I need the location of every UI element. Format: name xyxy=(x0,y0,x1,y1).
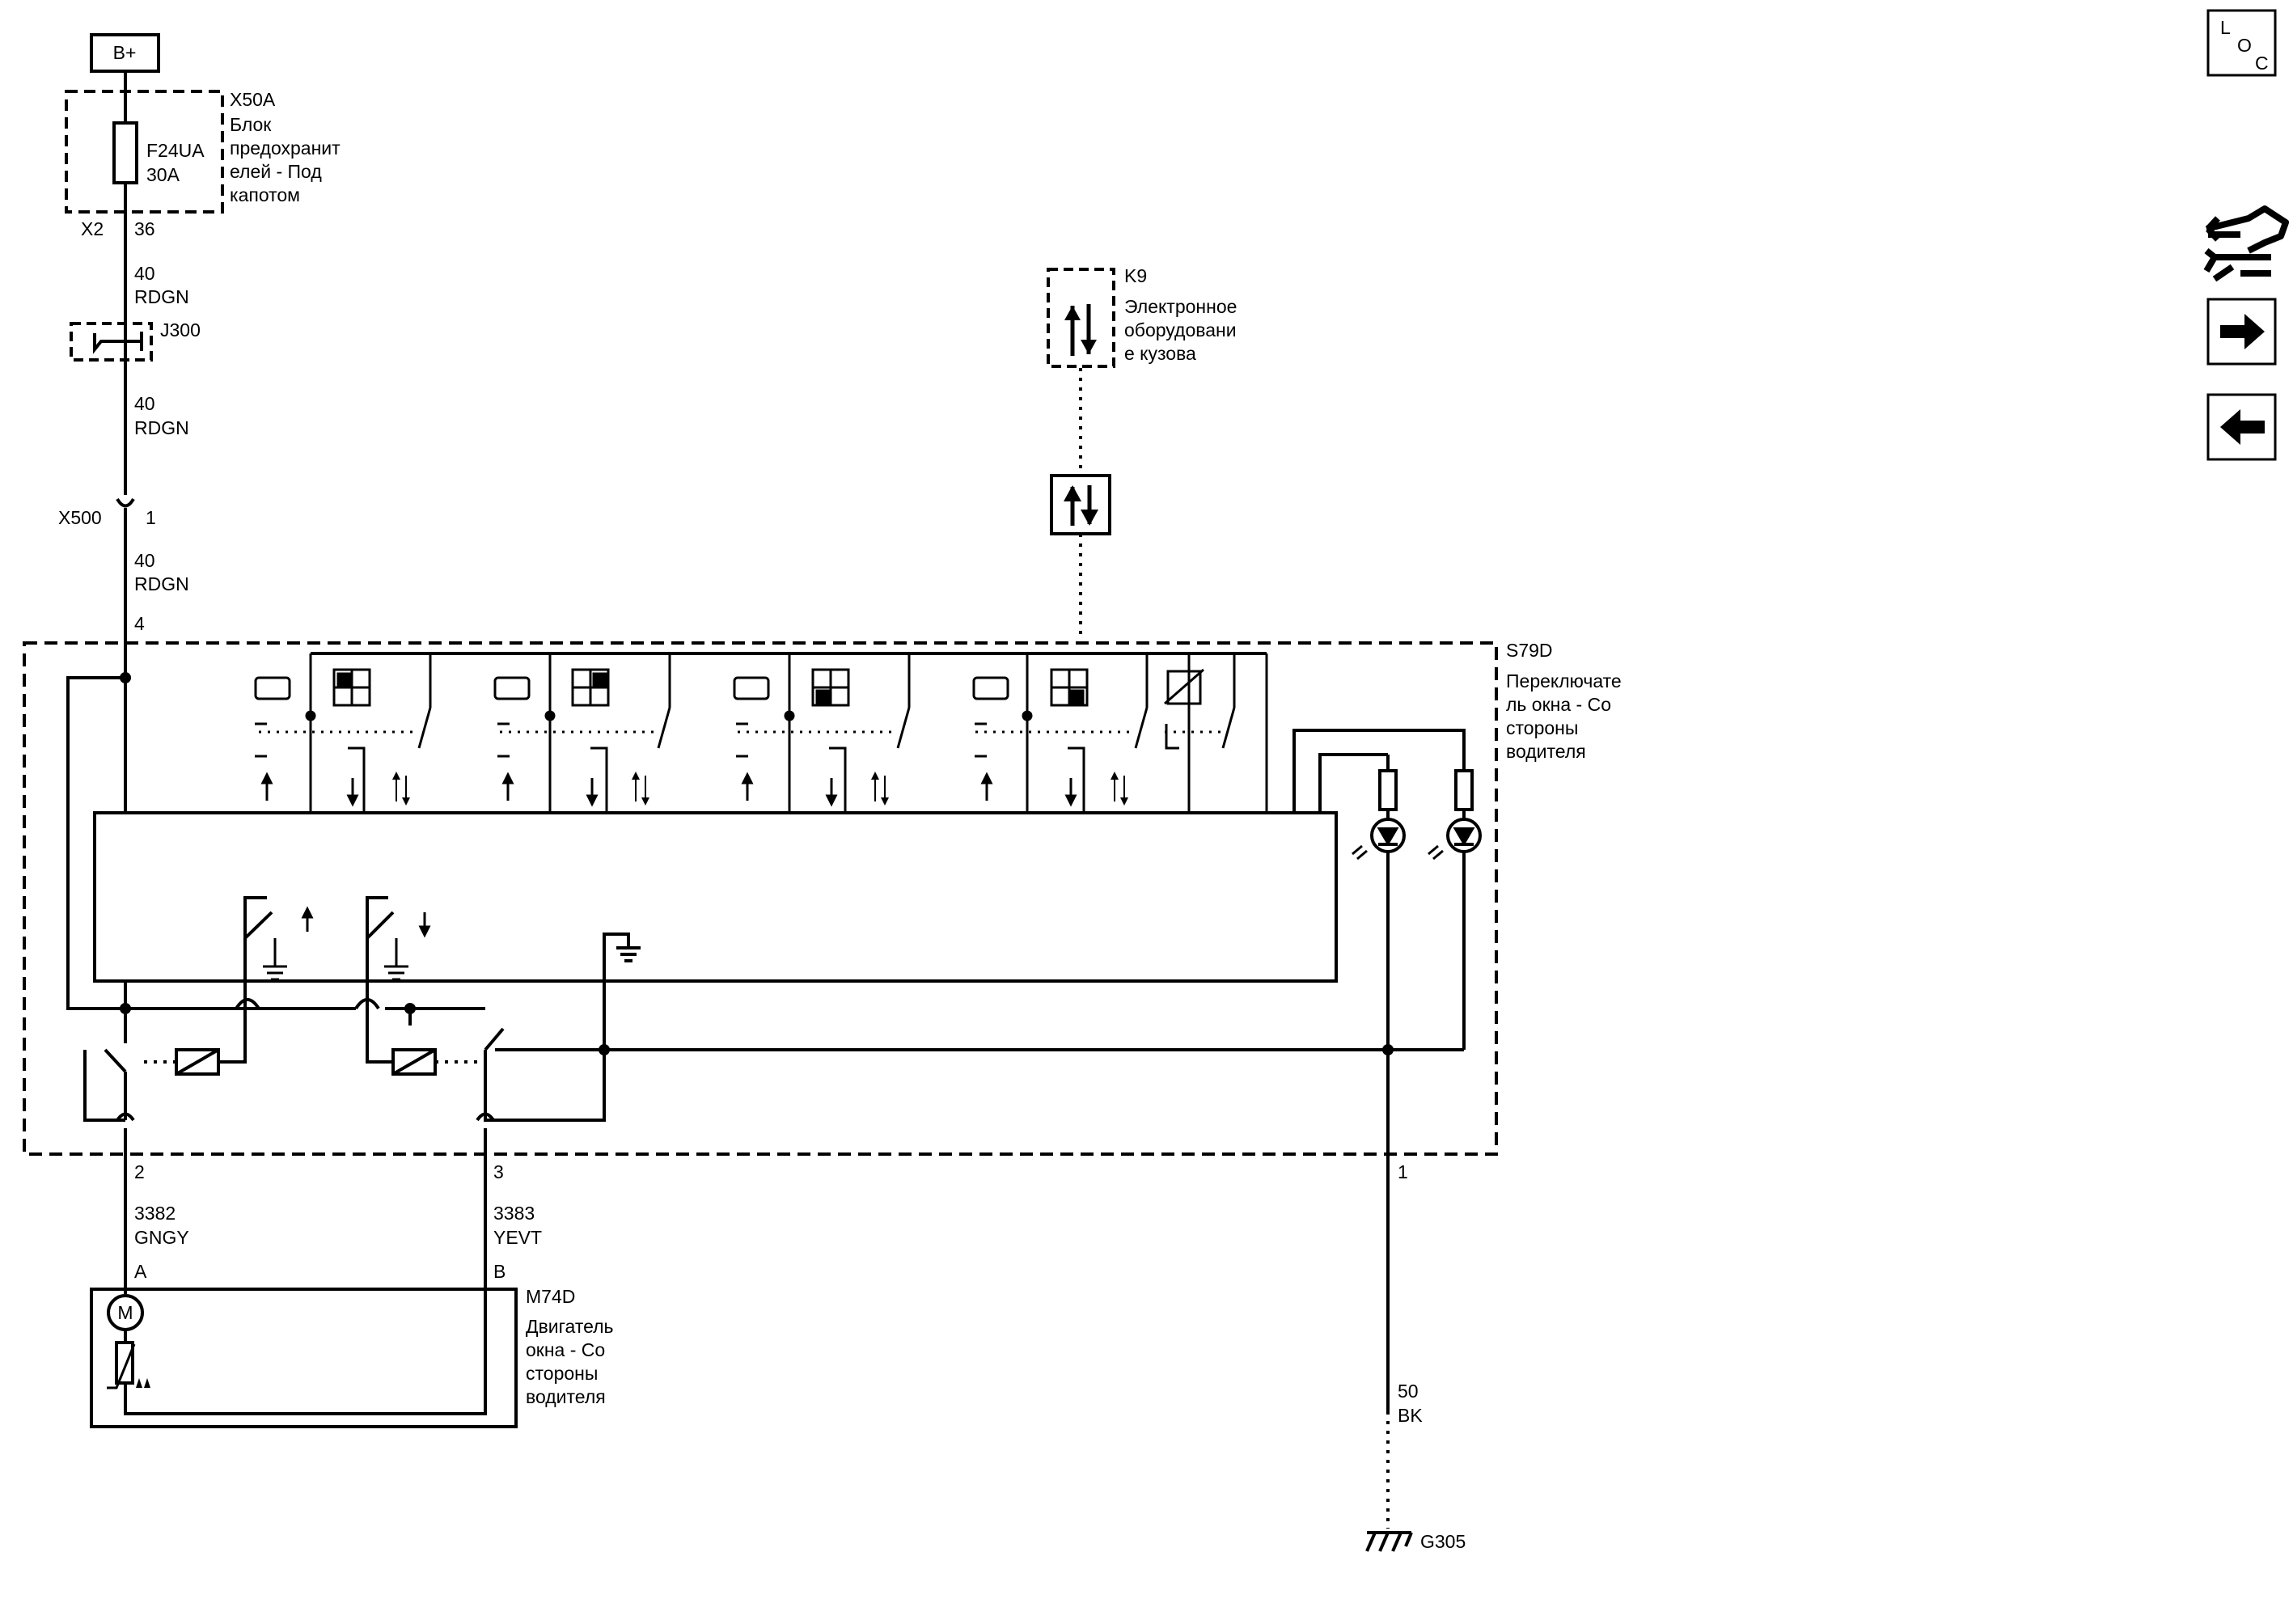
window-select-switch-3 xyxy=(736,653,911,813)
ground-wire: 50 BK xyxy=(1386,1157,1423,1529)
m74d-name-line-1: Двигатель xyxy=(526,1316,614,1337)
s79d-name-line-1: Переключате xyxy=(1506,670,1622,691)
fuse-block-name-line-1: Блок xyxy=(230,114,272,135)
connector-tool-icon[interactable] xyxy=(2203,205,2289,282)
wire-3382-gngy: 3382 GNGY A xyxy=(134,1203,189,1282)
wire-a-circuit: 3382 xyxy=(134,1203,176,1224)
wire3-size: 40 xyxy=(134,550,155,571)
ground-wire-size: 50 xyxy=(1398,1381,1419,1402)
fuse-block-x50a: X50A Блок предохранит елей - Под капотом… xyxy=(65,89,341,239)
wire-40-rdgn-2: 40 RDGN xyxy=(134,393,189,438)
wire-40-rdgn-1: 40 RDGN xyxy=(134,263,189,307)
m74d-name-line-3: стороны xyxy=(526,1363,598,1384)
indicator-led-1 xyxy=(1352,769,1406,861)
k9-name-line-3: е кузова xyxy=(1124,343,1196,364)
ground-wire-color: BK xyxy=(1398,1405,1423,1426)
splice-ref: J300 xyxy=(160,319,201,340)
loc-letter-o: O xyxy=(2237,35,2252,56)
motor-m74d: M M74D Двигатель окна - Со стороны водит… xyxy=(90,1286,614,1428)
s79d-pin-1: 1 xyxy=(1398,1161,1408,1182)
chassis-ground-icon xyxy=(1365,1531,1413,1552)
b-plus-label: B+ xyxy=(113,42,137,63)
m74d-ref: M74D xyxy=(526,1286,575,1307)
fuse-id: F24UA xyxy=(146,140,205,161)
inline-connector-x500: X500 1 xyxy=(58,507,156,528)
fuse-pin: 36 xyxy=(134,218,155,239)
window-select-switch-2 xyxy=(497,653,671,813)
window-select-switch-4 xyxy=(975,653,1149,813)
wire2-color: RDGN xyxy=(134,417,189,438)
wire-a-pin: A xyxy=(134,1261,147,1282)
motor-symbol: M xyxy=(117,1302,133,1323)
s79d-name-line-4: водителя xyxy=(1506,741,1586,762)
wire-b-circuit: 3383 xyxy=(493,1203,535,1224)
s79d-name-line-3: стороны xyxy=(1506,717,1578,738)
ground-g305: G305 xyxy=(1365,1531,1466,1552)
wire-b-color: YEVT xyxy=(493,1227,542,1248)
window-select-switch-1 xyxy=(255,653,432,813)
arrow-left-button[interactable] xyxy=(2206,393,2277,461)
k9-name-line-2: оборудовани xyxy=(1124,319,1237,340)
fuse-connector: X2 xyxy=(81,218,104,239)
window-lockout-switch xyxy=(1164,653,1268,813)
wire2-size: 40 xyxy=(134,393,155,414)
s79d-pin-2: 2 xyxy=(134,1161,145,1182)
switch-pin-4: 4 xyxy=(134,613,145,634)
splice-j300: J300 xyxy=(70,319,201,362)
arrow-right-icon xyxy=(2220,314,2265,349)
module-k9: K9 Электронное оборудовани е кузова xyxy=(1047,265,1237,368)
loc-letter-c: C xyxy=(2255,53,2269,74)
wire1-color: RDGN xyxy=(134,286,189,307)
fuse-block-name-line-4: капотом xyxy=(230,184,300,205)
serial-data-icon xyxy=(1064,485,1098,526)
switch-s79d: S79D Переключате ль окна - Со стороны во… xyxy=(23,640,1622,1156)
fuse-block-ref: X50A xyxy=(230,89,276,110)
wire-b-pin: B xyxy=(493,1261,506,1282)
motor-icon xyxy=(107,1294,144,1331)
loc-letter-l: L xyxy=(2220,17,2231,38)
wire-a-color: GNGY xyxy=(134,1227,189,1248)
arrow-left-icon xyxy=(2220,409,2265,445)
switch-pins: 2 3 1 xyxy=(134,1161,1408,1182)
fuse-f24ua-icon xyxy=(112,121,138,184)
s79d-ref: S79D xyxy=(1506,640,1553,661)
k9-name-line-1: Электронное xyxy=(1124,296,1237,317)
x500-ref: X500 xyxy=(58,507,102,528)
m74d-name-line-2: окна - Со xyxy=(526,1339,605,1360)
fuse-block-name-line-2: предохранит xyxy=(230,137,341,159)
m74d-name-line-4: водителя xyxy=(526,1386,606,1407)
arrow-right-button[interactable] xyxy=(2206,298,2277,366)
loc-button[interactable]: L O C xyxy=(2206,9,2277,77)
b-plus-supply: B+ xyxy=(90,33,160,73)
mode-switch-row xyxy=(254,653,1268,981)
s79d-pin-3: 3 xyxy=(493,1161,504,1182)
serial-data-line xyxy=(1050,368,1111,641)
wire-3383-yevt: 3383 YEVT B xyxy=(493,1203,542,1282)
indicator-led-2 xyxy=(1428,769,1482,861)
position-sensor-icon xyxy=(115,1341,134,1385)
k9-ref: K9 xyxy=(1124,265,1147,286)
wire-40-rdgn-3: 40 RDGN 4 xyxy=(134,550,189,634)
fuse-block-name-line-3: елей - Под xyxy=(230,161,322,182)
switch-internal-wiring xyxy=(66,652,1466,1294)
bidirectional-data-icon xyxy=(1064,304,1097,356)
s79d-name-line-2: ль окна - Со xyxy=(1506,694,1611,715)
fuse-rating: 30A xyxy=(146,164,180,185)
x500-pin: 1 xyxy=(146,507,156,528)
wire3-color: RDGN xyxy=(134,573,189,594)
wire1-size: 40 xyxy=(134,263,155,284)
ground-ref: G305 xyxy=(1420,1531,1466,1552)
